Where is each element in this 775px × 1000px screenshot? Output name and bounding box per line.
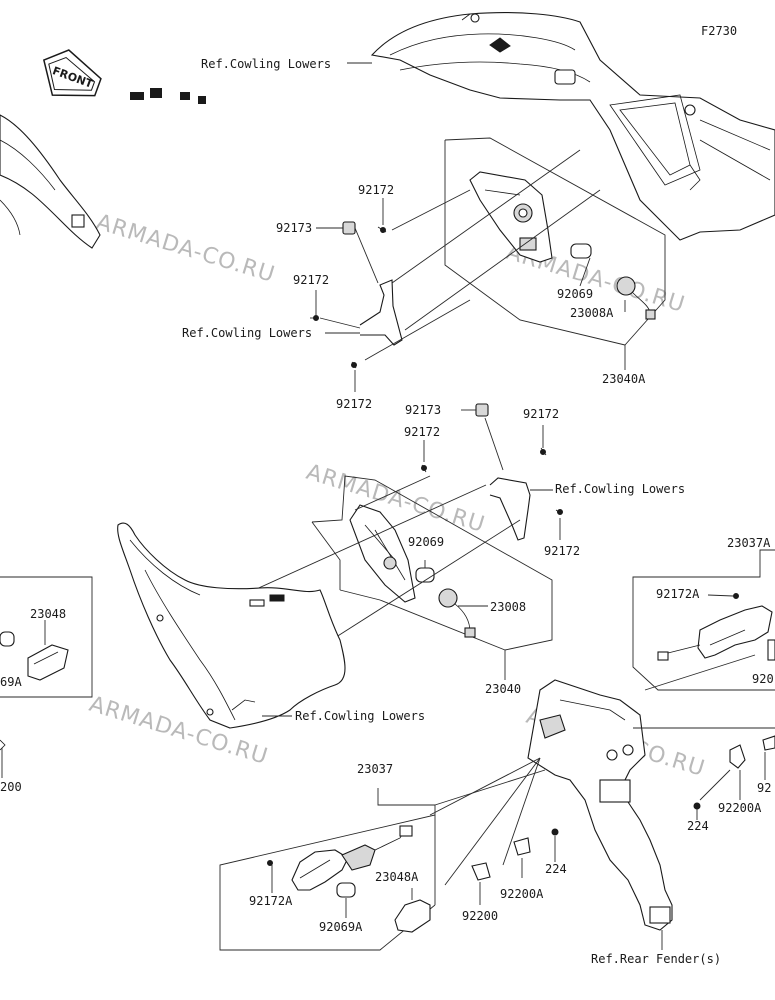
part-labels: Ref.Cowling Lowers 92172 92173 92172 Ref…	[0, 57, 774, 966]
part-23048-label: 23048	[30, 607, 66, 621]
part-69A-cut-label: 69A	[0, 675, 22, 689]
lower-cowling-part	[117, 522, 346, 729]
part-224-label: 224	[687, 819, 709, 833]
screw-icons-middle	[421, 447, 563, 515]
socket-23008	[438, 588, 476, 638]
part-23037A-label: 23037A	[727, 536, 771, 550]
part-92172A-label: 92172A	[249, 894, 293, 908]
box-23037	[219, 788, 436, 951]
part-92069A-label: 92069A	[319, 920, 363, 934]
screw-icons-upper	[310, 226, 387, 369]
part-92069-label: 92069	[408, 535, 444, 549]
figure-code: F2730	[701, 24, 737, 38]
part-23008-label: 23008	[490, 600, 526, 614]
bracket-box-23040	[311, 475, 553, 651]
socket-23008A	[616, 276, 656, 320]
part-92172-label: 92172	[404, 425, 440, 439]
leaders-bottom-cowling	[262, 715, 546, 806]
front-arrow-icon: FRONT	[42, 49, 102, 97]
bulb-92069-middle	[415, 567, 435, 583]
part-92200-label: 92200	[462, 909, 498, 923]
box-23037A-partial	[632, 549, 775, 691]
part-92200A-label: 92200A	[500, 887, 544, 901]
part-92-cut-label: 92	[757, 781, 771, 795]
part-92200A-label: 92200A	[718, 801, 762, 815]
part-92069-label: 92069	[557, 287, 593, 301]
part-23037-label: 23037	[357, 762, 393, 776]
part-92172-label: 92172	[523, 407, 559, 421]
ref-cowling-lowers-right-label: Ref.Cowling Lowers	[555, 482, 685, 496]
clip-92173-upper	[342, 221, 356, 235]
upper-cowling-part	[370, 12, 775, 241]
rear-fender-bracket	[527, 679, 673, 931]
part-920-cut-label: 920	[752, 672, 774, 686]
part-92172-label: 92172	[293, 273, 329, 287]
bulb-92069-upper	[570, 243, 592, 259]
box-23048-partial	[0, 576, 93, 698]
part-23040A-label: 23040A	[602, 372, 646, 386]
part-92172-label: 92172	[336, 397, 372, 411]
left-cowling-fragment	[0, 114, 101, 249]
small-brackets-rear	[471, 735, 775, 881]
part-200-cut-label: 200	[0, 780, 22, 794]
bracket-left-partial	[0, 739, 6, 778]
part-92172A-label: 92172A	[656, 587, 700, 601]
bracket-middle	[489, 477, 531, 541]
part-92172-label: 92172	[544, 544, 580, 558]
leaders-upper	[315, 62, 626, 392]
part-23040-label: 23040	[485, 682, 521, 696]
clip-92173-middle	[475, 403, 489, 417]
bracket-upper	[359, 279, 403, 346]
ref-cowling-lowers-bottom-label: Ref.Cowling Lowers	[295, 709, 425, 723]
ref-cowling-lowers-mid-label: Ref.Cowling Lowers	[182, 326, 312, 340]
partial-glyphs-icon	[130, 88, 206, 104]
ref-cowling-lowers-top-label: Ref.Cowling Lowers	[201, 57, 331, 71]
leaders-rear	[429, 654, 775, 950]
part-23008A-label: 23008A	[570, 306, 614, 320]
part-92173-label: 92173	[276, 221, 312, 235]
part-23048A-label: 23048A	[375, 870, 419, 884]
part-92173-label: 92173	[405, 403, 441, 417]
part-92172-label: 92172	[358, 183, 394, 197]
watermark-1: ARMADA-CO.RU	[93, 210, 278, 288]
part-224-label: 224	[545, 862, 567, 876]
ref-rear-fender-label: Ref.Rear Fender(s)	[591, 952, 721, 966]
turn-signal-housing-middle	[349, 504, 416, 603]
